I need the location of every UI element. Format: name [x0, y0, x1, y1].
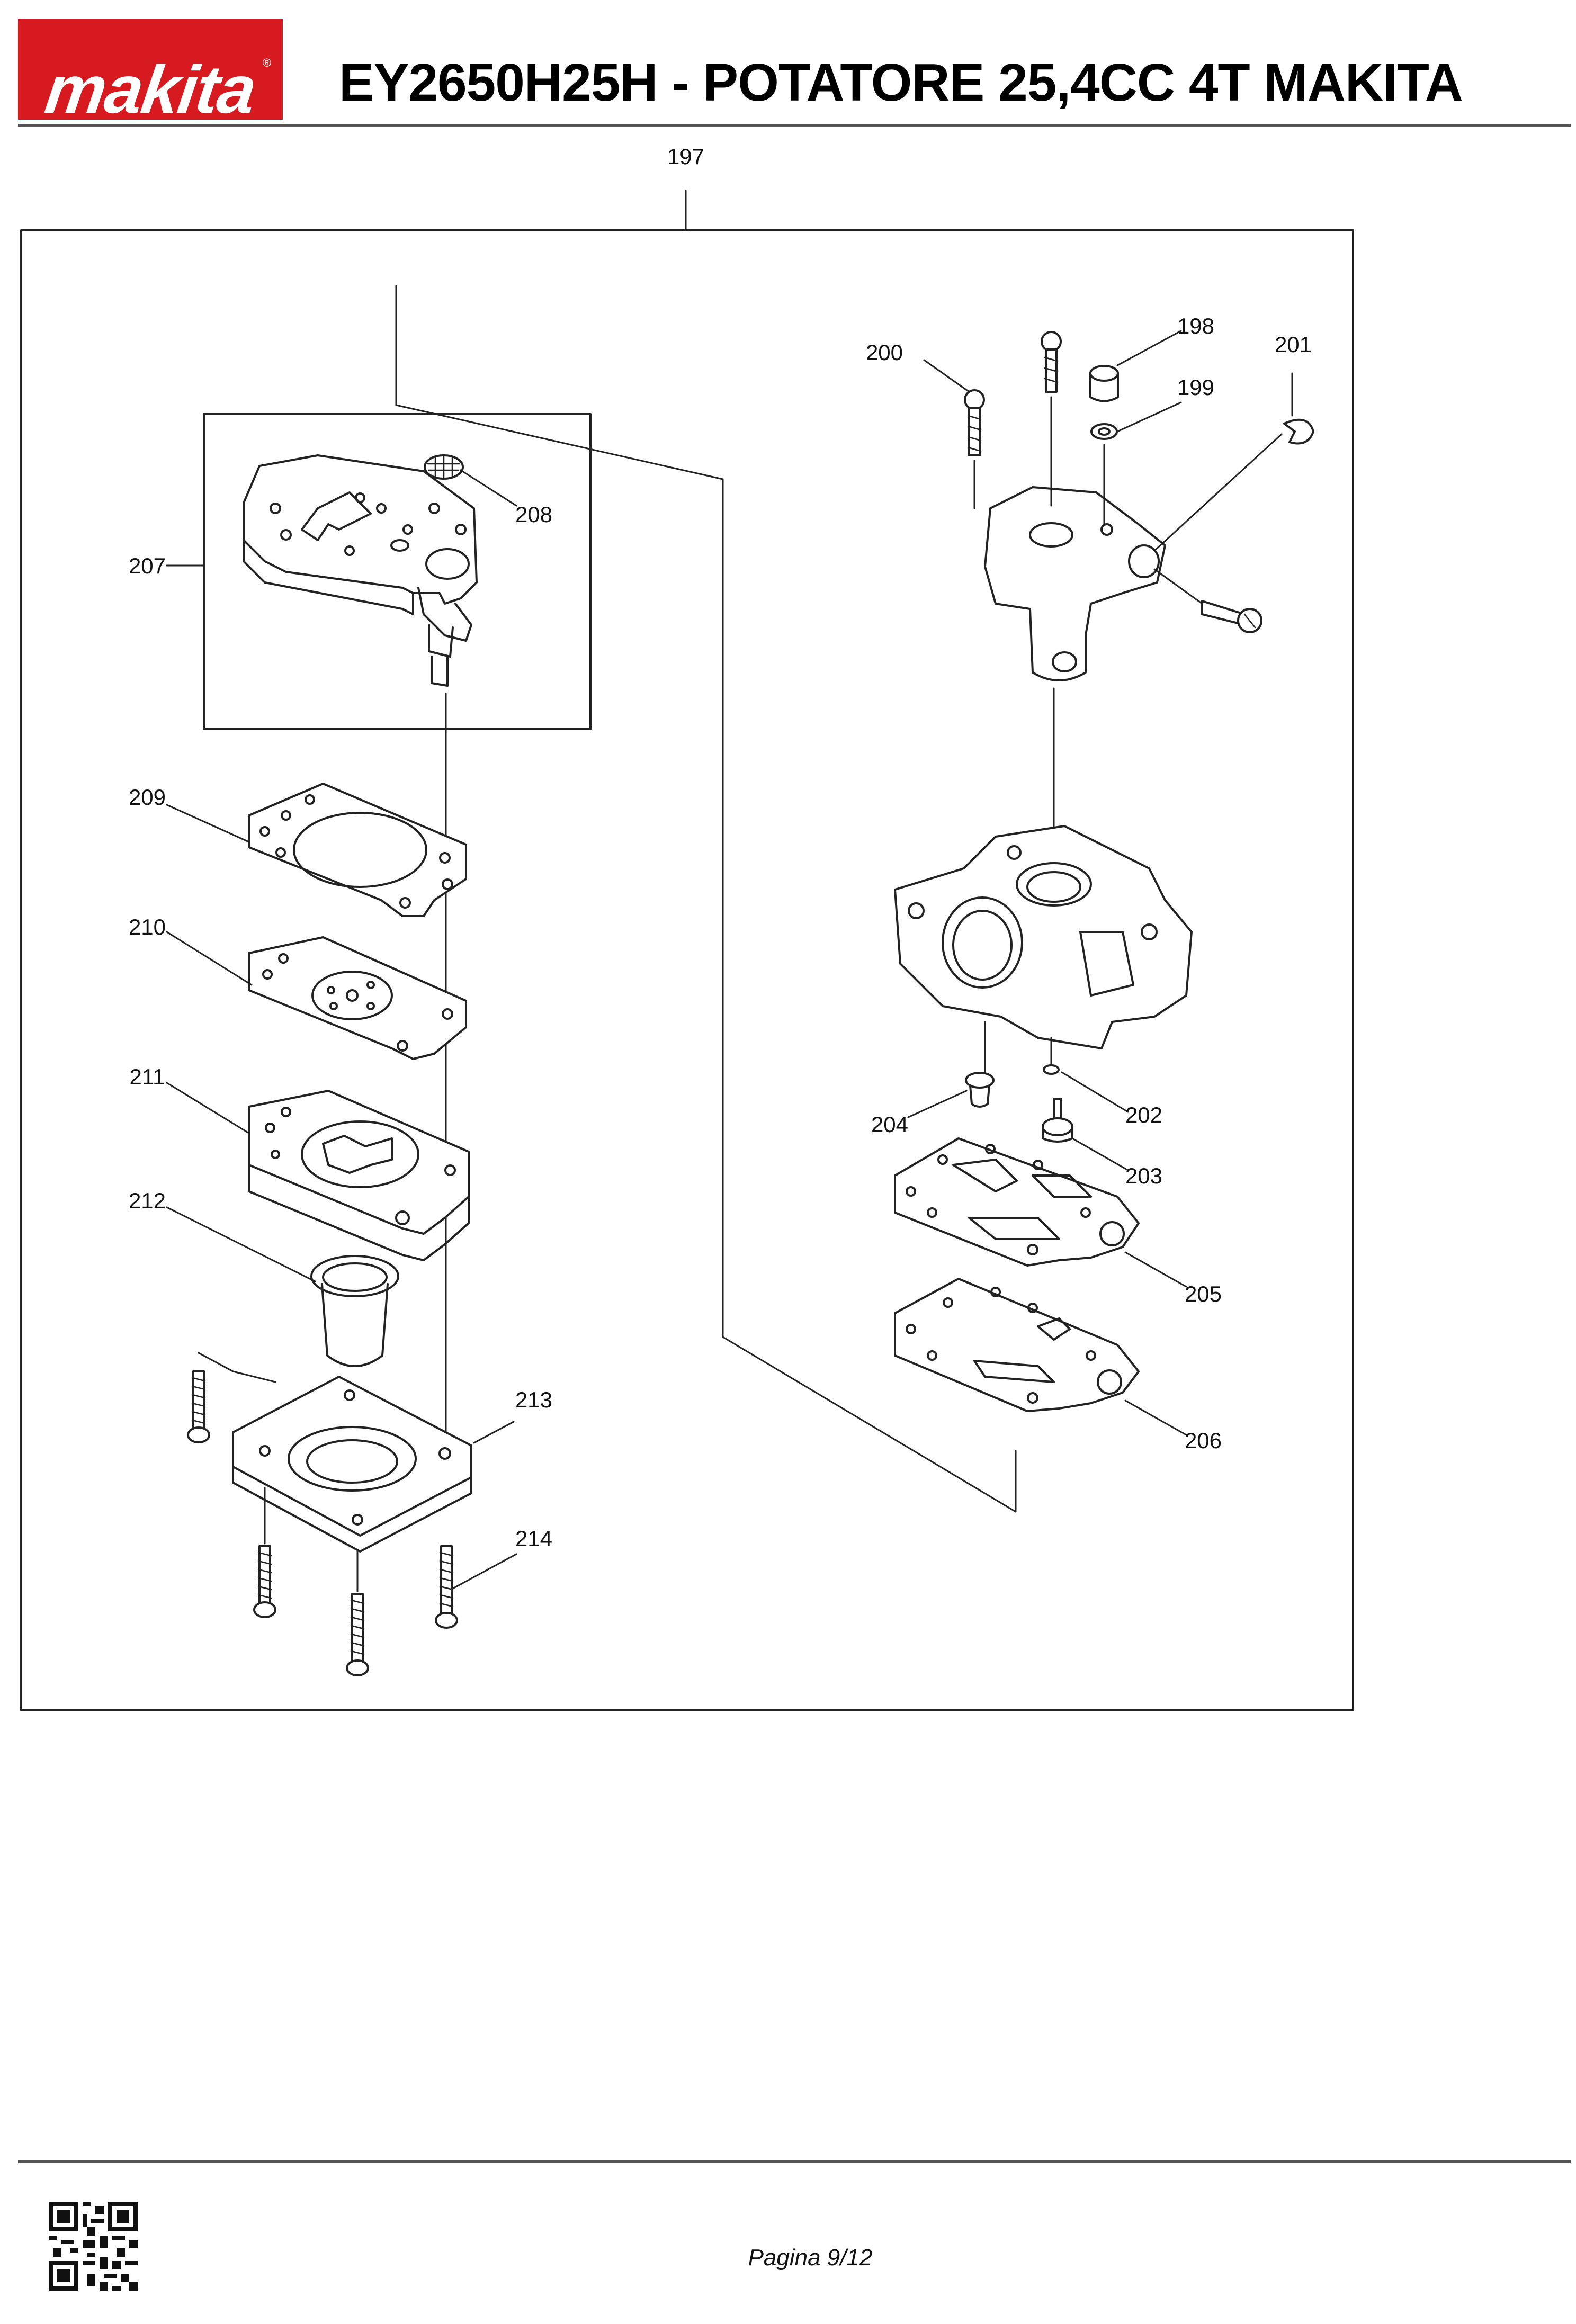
callout-202: 202	[1125, 1102, 1162, 1127]
callout-212: 212	[129, 1188, 166, 1213]
callout-209: 209	[129, 785, 166, 810]
needle-part-204	[965, 1072, 995, 1108]
screw-part-214	[187, 1370, 458, 1676]
pump-cover-part-213	[232, 1376, 472, 1553]
e-clip-part-201	[1283, 418, 1314, 445]
throttle-housing-part	[984, 486, 1166, 681]
screw-part-top	[1041, 331, 1062, 393]
gasket-part-209	[248, 783, 467, 917]
valve-pin-part-203	[1042, 1098, 1073, 1143]
callout-labels: 197 198 199 200 201 202 203 204 205 206 …	[129, 144, 1312, 1551]
brand-logo: makita ®	[18, 19, 283, 128]
callout-211: 211	[130, 1064, 165, 1089]
leader-211	[166, 1082, 250, 1134]
callout-210: 210	[129, 914, 166, 939]
qr-code-icon	[49, 2202, 138, 2291]
page-number: Pagina 9/12	[748, 2245, 873, 2271]
callout-204: 204	[871, 1112, 908, 1137]
leader-210	[166, 931, 253, 986]
alignment-line-idle	[1153, 568, 1203, 605]
callout-206: 206	[1185, 1428, 1222, 1453]
assembly-frame	[20, 229, 1354, 1711]
leader-199	[1116, 401, 1182, 433]
callout-199: 199	[1177, 375, 1214, 400]
callout-197: 197	[667, 144, 704, 169]
footer-divider	[18, 2160, 1571, 2163]
callout-208: 208	[515, 502, 552, 527]
carburetor-body-part	[894, 825, 1193, 1049]
o-ring-part-202	[1043, 1064, 1060, 1075]
alignment-line-201	[1153, 433, 1283, 552]
leader-209	[166, 804, 250, 843]
callout-200: 200	[866, 340, 903, 365]
callout-203: 203	[1125, 1163, 1162, 1188]
filter-screen-part	[424, 454, 464, 480]
callout-213: 213	[515, 1387, 552, 1412]
leader-203	[1071, 1137, 1129, 1171]
leader-214	[452, 1553, 517, 1590]
leader-212	[166, 1206, 316, 1282]
leader-208	[460, 469, 517, 507]
leader-213	[473, 1421, 515, 1444]
metering-cover-part	[243, 454, 478, 687]
check-cup-part-212	[310, 1255, 399, 1367]
callout-207: 207	[129, 553, 166, 578]
gasket-part-205	[894, 1137, 1140, 1267]
callout-214: 214	[515, 1526, 552, 1551]
leader-205	[1124, 1251, 1187, 1288]
header-divider	[18, 124, 1571, 127]
leader-200	[923, 359, 970, 393]
leader-198	[1116, 330, 1182, 366]
leader-204	[907, 1090, 968, 1118]
diaphragm-part-210	[248, 936, 467, 1060]
washer-part-199	[1090, 423, 1118, 440]
cut-plane-guide	[395, 285, 1017, 1513]
screw-part-200	[964, 389, 985, 456]
subassembly-box-207	[203, 413, 592, 730]
callout-198: 198	[1177, 313, 1214, 338]
callout-205: 205	[1185, 1281, 1222, 1306]
idle-screw-part	[1201, 600, 1262, 633]
leader-213-screw	[198, 1352, 276, 1383]
callout-201: 201	[1275, 332, 1312, 357]
leader-206	[1124, 1399, 1187, 1436]
page-title: EY2650H25H - POTATORE 25,4CC 4T MAKITA	[339, 53, 1463, 112]
adjust-screw-part-198	[1089, 365, 1119, 402]
leader-202	[1061, 1071, 1129, 1113]
registered-mark: ®	[262, 56, 271, 69]
pump-body-part-211	[248, 1090, 470, 1261]
diaphragm-part-206	[894, 1278, 1140, 1412]
